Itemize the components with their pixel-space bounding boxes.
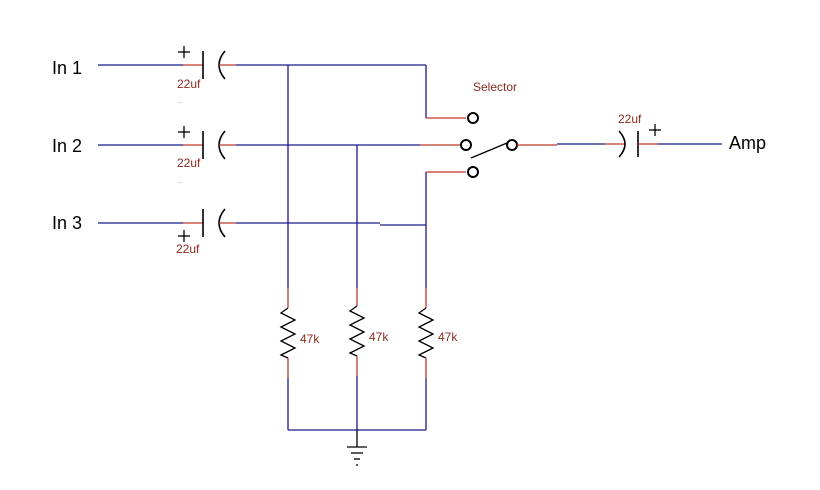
capacitor-3-label: 22uf: [176, 242, 200, 256]
ground: [288, 429, 426, 466]
resistor-2-label: 47k: [369, 330, 389, 344]
capacitor-2-label: 22uf: [177, 156, 201, 170]
input-1-branch: 22uf ..: [98, 46, 288, 105]
resistor-3: 47k: [417, 288, 458, 430]
svg-text:..: ..: [178, 176, 182, 185]
selector-lever: [470, 142, 508, 159]
svg-text:..: ..: [178, 96, 182, 105]
input-1-label: In 1: [52, 58, 82, 78]
input-3-label: In 3: [52, 213, 82, 233]
resistor-1: 47k: [279, 288, 320, 430]
resistor-3-label: 47k: [438, 330, 458, 344]
selector-common-contact: [506, 139, 518, 151]
selector-switch: [460, 112, 518, 178]
selector-label: Selector: [473, 80, 517, 94]
resistor-2: 47k: [348, 288, 389, 430]
selector-contact-3: [467, 166, 479, 178]
input-2-label: In 2: [52, 136, 82, 156]
output-capacitor-label: 22uf: [618, 112, 642, 126]
output-amp-label: Amp: [729, 133, 766, 153]
resistor-1-label: 47k: [300, 332, 320, 346]
output-branch: 22uf: [517, 112, 722, 158]
capacitor-1-label: 22uf: [177, 77, 201, 91]
selector-contact-2: [460, 139, 472, 151]
input-3-branch: 22uf: [98, 208, 288, 256]
selector-wiring: [287, 64, 466, 288]
input-2-branch: 22uf ..: [98, 126, 462, 185]
selector-contact-1: [467, 112, 479, 124]
